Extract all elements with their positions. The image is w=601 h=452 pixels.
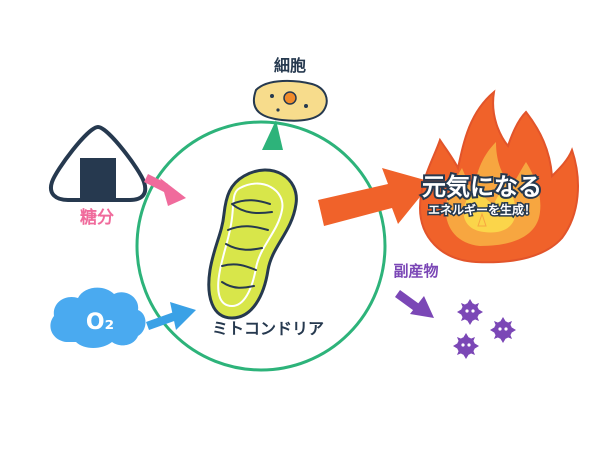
sugar-label: 糖分 — [80, 207, 114, 228]
energy-title: 元気になる — [422, 173, 542, 201]
cell-connector — [262, 120, 283, 150]
oxygen-arrow — [146, 302, 196, 330]
byproduct-label: 副産物 — [393, 262, 438, 280]
mitochondria-label: ミトコンドリア — [212, 319, 324, 338]
sugar-arrow — [144, 174, 186, 206]
cell-label: 細胞 — [274, 56, 306, 75]
oxygen-label: O₂ — [86, 310, 114, 335]
mitochondria-circle — [135, 120, 387, 372]
fire-icon — [418, 89, 579, 264]
oxygen-cloud-icon — [50, 287, 146, 348]
cell-icon — [253, 79, 328, 122]
mitochondria-icon — [207, 168, 298, 320]
energy-arrow — [318, 168, 432, 226]
energy-subtitle: エネルギーを生成！ — [428, 202, 536, 217]
byproduct-particle-icon — [453, 299, 516, 359]
rice-ball-icon — [49, 124, 148, 202]
byproduct-arrow — [395, 290, 434, 318]
